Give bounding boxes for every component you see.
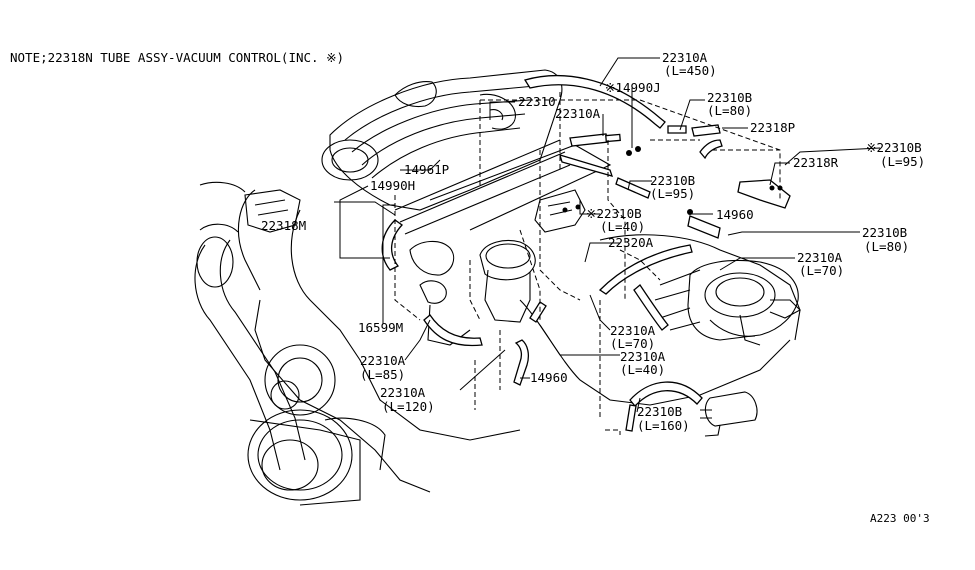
- callout-part: 22318M: [261, 218, 306, 233]
- diagram-text: NOTE;22318N TUBE ASSY-VACUUM CONTROL(INC…: [10, 50, 930, 525]
- callout-22318p: 22318P: [750, 120, 795, 135]
- leader-lines: [334, 57, 881, 413]
- callout-22310b-l95-star: ※22310B (L=95): [866, 140, 925, 169]
- callout-length: (L=95): [650, 186, 695, 201]
- callout-part: 22310B: [650, 173, 695, 188]
- callout-part: ※22310B: [586, 206, 642, 221]
- callout-length: (L=120): [382, 399, 435, 414]
- callout-22310a-l450: 22310A (L=450): [662, 50, 717, 78]
- callout-part: ※14990J: [605, 80, 661, 95]
- callout-length: (L=450): [664, 63, 717, 78]
- vacuum-hoses: [381, 75, 791, 432]
- callout-length: (L=70): [610, 336, 655, 351]
- callout-length: (L=80): [707, 103, 752, 118]
- callout-22310b-l40-star: ※22310B (L=40): [586, 206, 645, 234]
- callout-22310a-l120: 22310A (L=120): [380, 385, 435, 414]
- callout-22318r: 22318R: [793, 155, 839, 170]
- callout-length: (L=95): [880, 154, 925, 169]
- callout-16599m: 16599M: [358, 320, 403, 335]
- callout-part: 22310A: [620, 349, 666, 364]
- callout-part: 22310B: [707, 90, 752, 105]
- callout-part: 22310: [518, 94, 556, 109]
- callout-part: 14960: [530, 370, 568, 385]
- callout-part: 14960: [716, 207, 754, 222]
- callout-22310a-l70-right: 22310A (L=70): [797, 250, 844, 278]
- callout-part: 14961P: [404, 162, 449, 177]
- callout-part: 22310A: [797, 250, 843, 265]
- callout-part: ※22310B: [866, 140, 922, 155]
- callout-part: 22318R: [793, 155, 839, 170]
- callout-length: (L=160): [637, 418, 690, 433]
- callout-part: 22310B: [862, 225, 907, 240]
- callout-length: (L=85): [360, 367, 405, 382]
- callout-22310: 22310: [518, 94, 556, 109]
- callout-22320a: 22320A: [608, 235, 654, 250]
- callout-length: (L=80): [864, 239, 909, 254]
- callout-part: 22310A: [610, 323, 656, 338]
- callout-length: (L=40): [600, 219, 645, 234]
- diagram-code: A223 00'3: [870, 512, 930, 525]
- callout-part: 22310B: [637, 404, 682, 419]
- callout-22310a-l70-mid: 22310A (L=70): [610, 323, 656, 351]
- callout-22310b-l80-top: 22310B (L=80): [707, 90, 752, 118]
- callout-part: 22310A: [662, 50, 708, 65]
- callout-22310a-l40: 22310A (L=40): [620, 349, 666, 377]
- callout-22310b-l95: 22310B (L=95): [650, 173, 695, 201]
- callout-part: 22310A: [360, 353, 406, 368]
- note-text: NOTE;22318N TUBE ASSY-VACUUM CONTROL(INC…: [10, 50, 344, 65]
- callout-14990h: 14990H: [370, 178, 415, 193]
- callout-14960-bottom: 14960: [530, 370, 568, 385]
- callout-part: 22318P: [750, 120, 795, 135]
- callout-length: (L=70): [799, 263, 844, 278]
- callout-22310b-l160: 22310B (L=160): [637, 404, 690, 433]
- callout-part: 22310A: [380, 385, 426, 400]
- callout-part: 16599M: [358, 320, 403, 335]
- callout-14961p: 14961P: [404, 162, 449, 177]
- callout-22310b-l80-right: 22310B (L=80): [862, 225, 909, 254]
- callout-part: 22310A: [555, 106, 601, 121]
- callout-22310a-l85: 22310A (L=85): [360, 353, 406, 382]
- dashed-guides: [394, 92, 781, 435]
- callout-14990j: ※14990J: [605, 80, 661, 95]
- callout-part: 14990H: [370, 178, 415, 193]
- engine-illustration: [194, 69, 801, 506]
- callout-length: (L=40): [620, 362, 665, 377]
- callout-part: 22320A: [608, 235, 654, 250]
- callout-22310a-top: 22310A: [555, 106, 601, 121]
- callout-22318m: 22318M: [261, 218, 306, 233]
- callout-14960-right: 14960: [716, 207, 754, 222]
